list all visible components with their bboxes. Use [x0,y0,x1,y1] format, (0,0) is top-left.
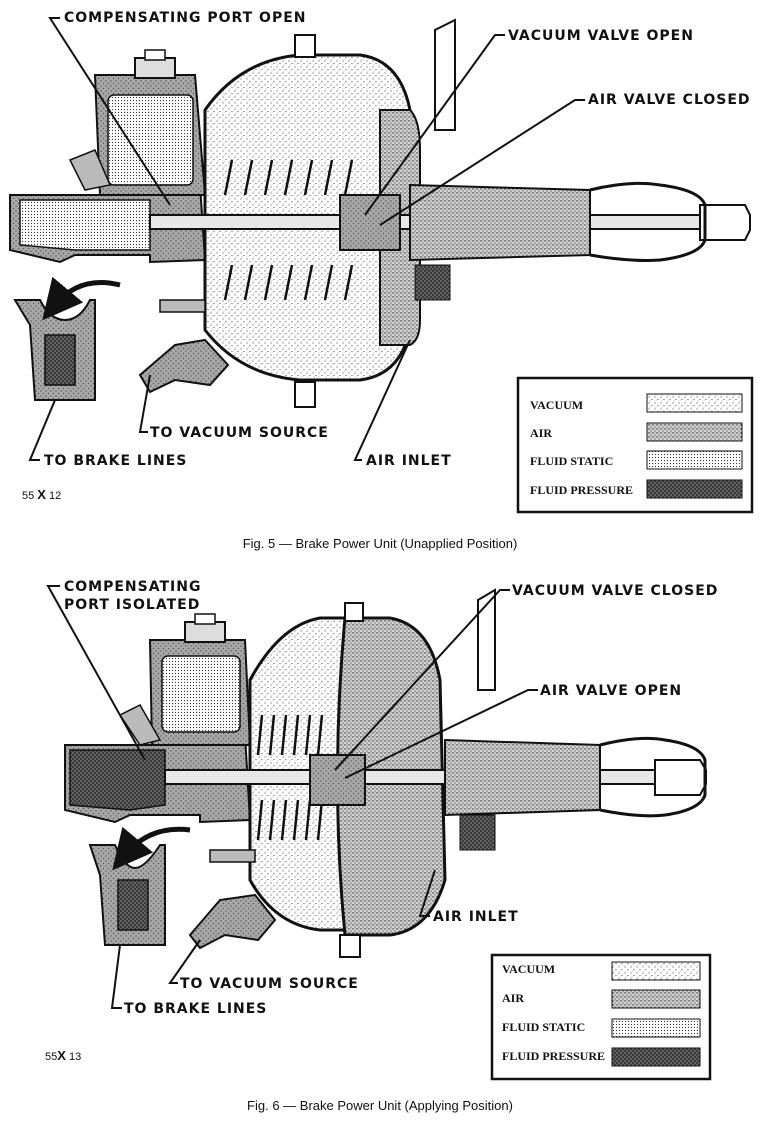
figure-code: 55X 13 [45,1048,81,1063]
label-compensating-port-line2: PORT ISOLATED [64,597,200,613]
mount-bracket [477,588,496,691]
rear-housing [409,183,591,262]
legend-item-vacuum: VACUUM [502,962,555,976]
vacuum-fitting [138,338,230,394]
swatch-air [611,989,701,1009]
figure-caption: Fig. 6 — Brake Power Unit (Applying Posi… [247,1098,513,1113]
figure-code: 55 X 12 [22,487,61,502]
label-air-valve: AIR VALVE OPEN [540,683,682,699]
legend-item-air: AIR [530,426,552,440]
swatch-fluid-pressure [611,1047,701,1067]
master-cylinder-bore [19,199,151,251]
rear-boot [589,181,707,262]
mount-stud [159,299,206,313]
reservoir-fluid [161,655,241,733]
swatch-air [646,422,743,442]
fluid-pressure-zone [459,814,496,851]
label-vacuum-valve: VACUUM VALVE CLOSED [512,583,718,599]
reservoir-fluid [107,94,194,186]
master-cylinder-bore [69,749,166,811]
bleeder-screw [68,149,112,191]
legend-fig5: VACUUM AIR FLUID STATIC FLUID PRESSURE [516,376,754,514]
legend-item-fluid-static: FLUID STATIC [502,1020,585,1034]
push-rod [164,769,706,785]
label-air-inlet: AIR INLET [433,909,519,925]
reservoir-cap [134,57,176,79]
label-to-brake-lines: TO BRAKE LINES [124,1001,267,1017]
swatch-vacuum [611,961,701,981]
label-compensating-port: COMPENSATING PORT OPEN [64,10,307,26]
legend-fig6: VACUUM AIR FLUID STATIC FLUID PRESSURE [490,953,712,1081]
swatch-fluid-pressure [646,479,743,499]
legend-item-vacuum: VACUUM [530,398,583,412]
legend-item-air: AIR [502,991,524,1005]
swatch-fluid-static [611,1018,701,1038]
label-air-inlet: AIR INLET [366,453,452,469]
label-compensating-port-line1: COMPENSATING [64,579,201,595]
fluid-pressure-zone [414,264,451,301]
valve-hub [339,194,401,251]
figure-caption: Fig. 5 — Brake Power Unit (Unapplied Pos… [243,536,518,551]
swatch-fluid-static [646,450,743,470]
valve-hub [309,754,366,806]
rear-boot [599,736,707,818]
legend-item-fluid-pressure: FLUID PRESSURE [530,483,633,497]
mount-stud [209,849,256,863]
label-to-vacuum-source: TO VACUUM SOURCE [150,425,329,441]
rod-end [654,759,707,796]
flow-arrow [112,826,191,871]
swatch-vacuum [646,393,743,413]
label-vacuum-valve: VACUUM VALVE OPEN [508,28,694,44]
bleeder-screw [118,704,162,746]
flow-arrow [42,276,121,321]
return-springs [223,159,354,301]
mount-bracket [434,18,456,131]
rear-housing [444,738,601,817]
reservoir-cap [184,621,226,643]
legend-item-fluid-static: FLUID STATIC [530,454,613,468]
leader-lines [46,585,538,1009]
return-springs [256,714,324,841]
label-to-vacuum-source: TO VACUUM SOURCE [180,976,359,992]
figure-6: COMPENSATING PORT ISOLATED VACUUM VALVE … [45,579,718,1113]
label-to-brake-lines: TO BRAKE LINES [44,453,187,469]
legend-item-fluid-pressure: FLUID PRESSURE [502,1049,605,1063]
leader-lines [28,17,585,461]
figure-5: COMPENSATING PORT OPEN VACUUM VALVE OPEN… [9,10,754,551]
vacuum-fitting [188,893,277,950]
rod-end [699,204,751,241]
label-air-valve: AIR VALVE CLOSED [588,92,751,108]
